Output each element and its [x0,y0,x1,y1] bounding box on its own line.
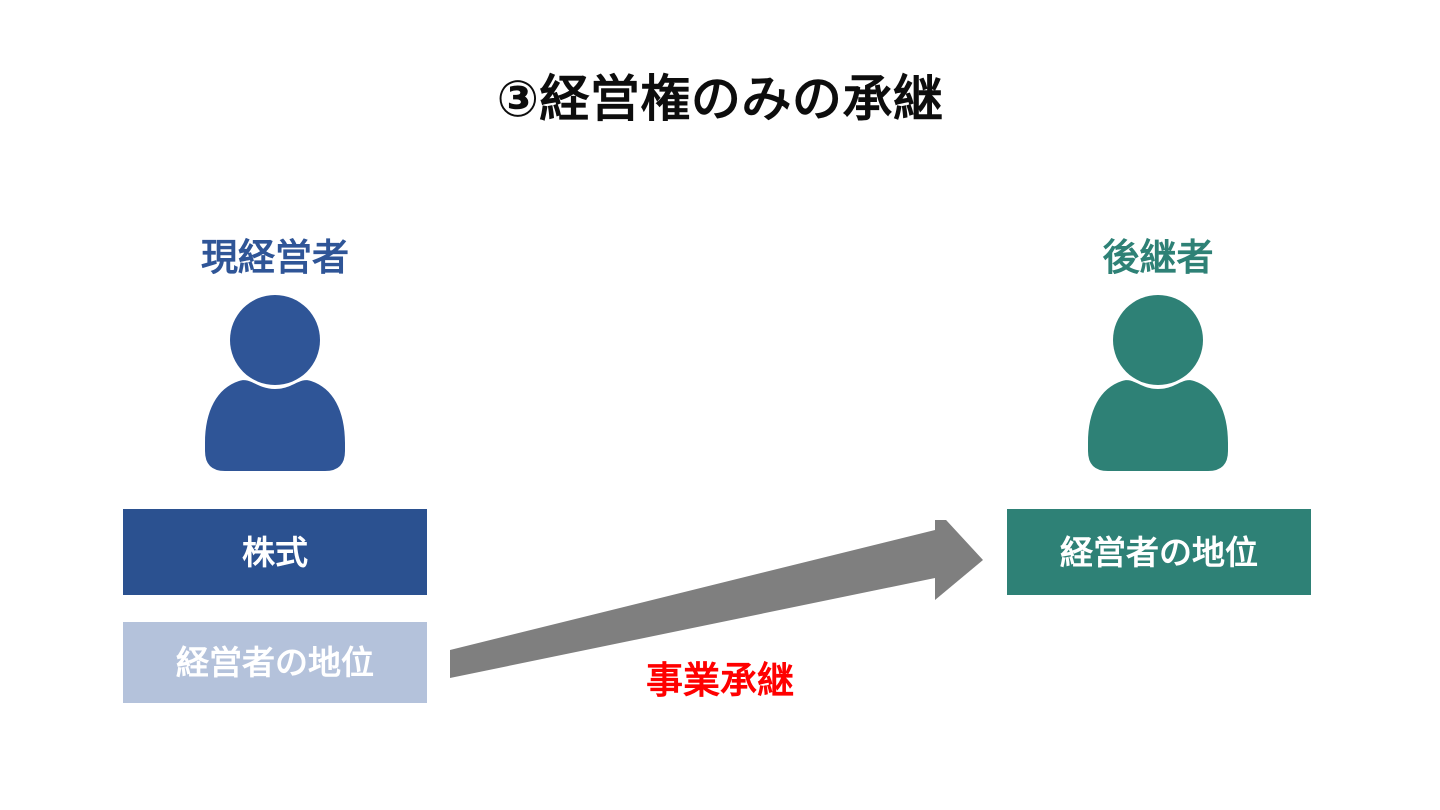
current-owner-group: 現経営者 [115,237,435,471]
successor-group: 後継者 [998,237,1318,471]
transfer-caption: 事業承継 [646,660,794,701]
person-icon [1088,294,1228,471]
asset-box-shares: 株式 [123,509,427,595]
asset-box-management-position-current: 経営者の地位 [123,622,427,703]
person-icon [205,294,345,471]
current-owner-label: 現経営者 [201,237,349,278]
page-title: ③経営権のみの承継 [496,71,944,127]
successor-label: 後継者 [1102,237,1214,278]
asset-box-management-position-successor: 経営者の地位 [1007,509,1311,595]
